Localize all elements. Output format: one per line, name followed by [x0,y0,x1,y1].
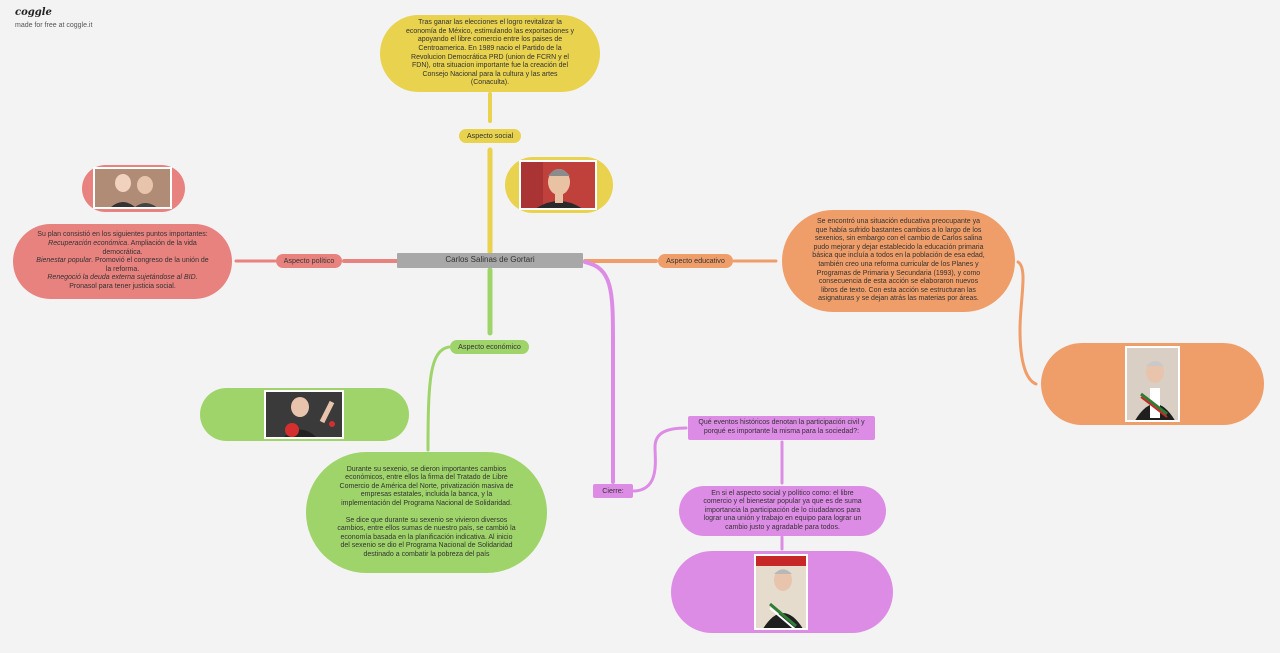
portrait-image [521,162,595,208]
politico-point-4: Pronasol para tener justicia social. [69,282,176,290]
educativo-photo-node[interactable] [1041,343,1264,425]
cierre-answer-text: En si el aspecto social y político como:… [703,489,862,531]
economico-aspect-node[interactable]: Aspecto económico [450,340,529,354]
economico-photo-node[interactable] [200,388,409,441]
educativo-description-node[interactable]: Se encontró una situación educativa preo… [782,210,1015,312]
portrait-photo-waving [264,390,344,439]
politico-point-1: Recuperación económica. Ampliación de la… [33,240,212,257]
portrait-photo-presidential [1125,346,1180,422]
politico-point-1-emphasis: Recuperación económica [48,240,128,248]
social-description-text: Tras ganar las elecciones el logro revit… [405,19,575,87]
social-aspect-node[interactable]: Aspecto social [459,129,521,143]
portrait-image [95,169,170,207]
educativo-description-text: Se encontró una situación educativa preo… [812,218,985,303]
economico-description-node[interactable]: Durante su sexenio, se dieron importante… [306,452,547,573]
coggle-logo[interactable]: coggle [15,7,52,18]
politico-point-2: Bienestar popular. Promovió el congreso … [33,257,212,274]
social-photo-node[interactable] [505,157,613,213]
portrait-image [266,392,342,437]
economico-text-1: Durante su sexenio, se dieron importante… [339,465,514,507]
cierre-question-node[interactable]: Qué eventos históricos denotan la partic… [688,416,875,440]
economico-text-2: Se dice que durante su sexenio se vivier… [337,516,516,558]
politico-point-2-emphasis: Bienestar popular [36,257,92,265]
politico-point-2-rest: . Promovió el congreso de la unión de la… [91,257,209,273]
cierre-photo-node[interactable] [671,551,893,633]
economico-aspect-label: Aspecto económico [458,341,521,351]
politico-description-node[interactable]: Su plan consistió en los siguientes punt… [13,224,232,299]
politico-point-3-rest: . [195,274,198,282]
portrait-photo-smiling [519,160,597,210]
social-aspect-label: Aspecto social [466,130,514,140]
educativo-aspect-label: Aspecto educativo [666,255,725,265]
connector-economico-lower [426,345,451,452]
cierre-question-text: Qué eventos históricos denotan la partic… [698,419,865,435]
connector-cierre-main [583,260,615,484]
portrait-image [1127,348,1178,420]
politico-point-3: Renegoció la deuda externa sujetándose a… [47,274,197,283]
connector-cierre-question [632,426,688,493]
cierre-node[interactable]: Cierre: [593,484,633,498]
portrait-photo-sash [754,554,808,630]
central-topic[interactable]: Carlos Salinas de Gortari [397,253,583,268]
central-topic-label: Carlos Salinas de Gortari [445,255,535,265]
connector-educativo-photo [1016,260,1038,386]
social-description-node[interactable]: Tras ganar las elecciones el logro revit… [380,15,600,92]
politico-point-3-emphasis: Renegoció la deuda externa sujetándose a… [47,274,196,282]
politico-aspect-label: Aspecto político [283,255,335,265]
cierre-label: Cierre: [602,485,624,495]
portrait-image [756,556,806,628]
portrait-photo-two-men [93,167,172,209]
educativo-aspect-node[interactable]: Aspecto educativo [658,254,733,268]
coggle-tagline[interactable]: made for free at coggle.it [15,22,93,29]
cierre-answer-node[interactable]: En si el aspecto social y político como:… [679,486,886,536]
politico-photo-node[interactable] [82,165,185,212]
politico-point-1-rest: . Ampliación de la vida democrática. [102,240,197,256]
politico-intro: Su plan consistió en los siguientes punt… [37,231,208,239]
politico-aspect-node[interactable]: Aspecto político [276,254,342,268]
